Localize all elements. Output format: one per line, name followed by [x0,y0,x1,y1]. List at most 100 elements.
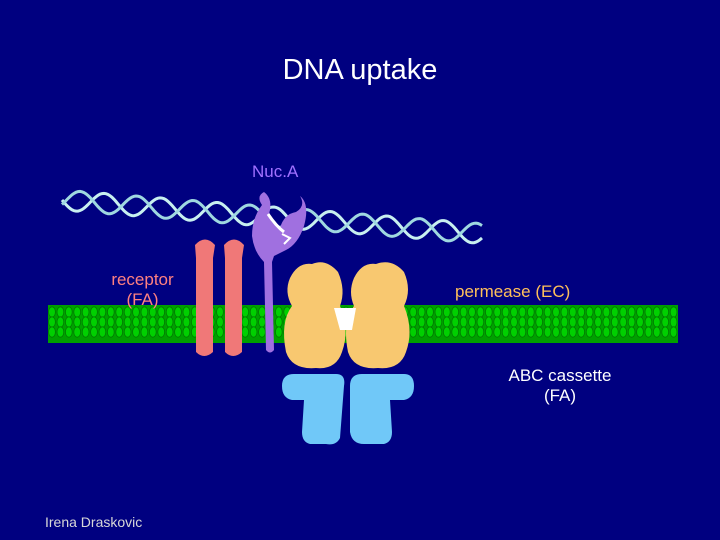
lipid-bead [543,326,552,338]
lipid-bead [140,326,149,338]
lipid-bead [585,306,594,318]
receptor-label-line2: (FA) [126,290,159,309]
lipid-bead [636,306,644,318]
lipid-bead [560,306,569,318]
lipid-bead [594,306,602,318]
lipid-bead [568,306,577,318]
lipid-bead [652,316,661,328]
lipid-bead [644,316,653,328]
lipid-bead [165,316,174,328]
lipid-bead [81,316,90,328]
lipid-bead [610,306,619,318]
lipid-bead [535,306,543,318]
lipid-bead [123,326,132,338]
lipid-bead [442,306,451,318]
lipid-bead [661,306,669,318]
lipid-bead [241,306,250,318]
lipid-bead [274,306,283,318]
lipid-bead [526,316,535,328]
lipid-bead [157,316,166,328]
lipid-bead [442,326,451,338]
lipid-bead [249,326,258,338]
lipid-bead [459,316,468,328]
lipid-bead [132,326,140,338]
lipid-bead [526,326,535,338]
receptor-left [195,239,215,356]
lipid-bead [518,326,527,338]
lipid-bead [476,326,485,338]
lipid-bead [115,326,123,338]
lipid-bead [417,306,426,318]
lipid-bead [669,326,678,338]
lipid-bead [501,306,510,318]
lipid-bead [669,306,678,318]
lipid-bead [644,306,653,318]
lipid-bead [459,306,468,318]
lipid-bead [602,306,611,318]
lipid-bead [627,306,636,318]
abc-cassette [282,374,414,445]
receptor-label-line1: receptor [111,270,174,289]
lipid-bead [442,316,451,328]
lipid-bead [552,306,560,318]
lipid-bead [501,316,510,328]
lipid-bead [216,306,224,318]
lipid-bead [409,316,418,328]
receptor-right [224,239,244,356]
lipid-bead [627,326,636,338]
lipid-bead [56,306,65,318]
lipid-bead [426,306,434,318]
lipid-bead [568,326,577,338]
lipid-bead [577,316,585,328]
nuclease-nuca [252,192,307,353]
lipid-bead [636,326,644,338]
lipid-bead [258,306,266,318]
lipid-bead [216,326,224,338]
lipid-bead [560,326,569,338]
lipid-bead [216,316,224,328]
lipid-bead [56,326,65,338]
lipid-bead [535,316,543,328]
lipid-bead [552,316,560,328]
permease-right [346,262,410,369]
lipid-bead [73,306,81,318]
lipid-bead [543,306,552,318]
lipid-bead [652,326,661,338]
abc-right [350,374,414,444]
lipid-bead [241,316,250,328]
lipid-bead [602,326,611,338]
lipid-bead [149,316,157,328]
lipid-bead [48,326,56,338]
lipid-bead [644,326,653,338]
lipid-bead [510,326,518,338]
lipid-bead [434,326,443,338]
lipid-bead [417,316,426,328]
lipid-bead [610,326,619,338]
lipid-bead [585,316,594,328]
lipid-bead [434,316,443,328]
lipid-bead [182,326,191,338]
channel-gap [334,308,356,330]
lipid-bead [73,326,81,338]
lipid-bead [48,316,56,328]
lipid-bead [182,316,191,328]
lipid-bead [619,316,627,328]
lipid-bead [409,326,418,338]
lipid-bead [636,316,644,328]
lipid-bead [132,316,140,328]
lipid-bead [577,306,585,318]
lipid-bead [81,326,90,338]
lipid-bead [594,326,602,338]
lipid-bead [493,316,502,328]
lipid-bead [90,316,98,328]
lipid-bead [585,326,594,338]
lipid-bead [451,306,460,318]
lipid-bead [107,316,115,328]
lipid-bead [274,326,283,338]
lipid-bead [602,316,611,328]
lipid-bead [669,316,678,328]
abc-label-line2: (FA) [543,386,577,405]
lipid-bead [65,316,73,328]
lipid-bead [484,306,493,318]
